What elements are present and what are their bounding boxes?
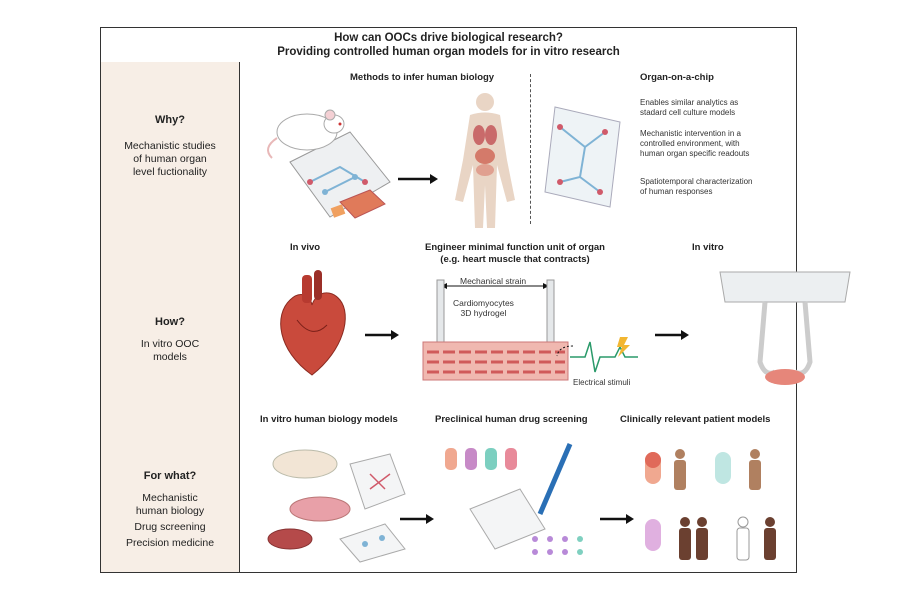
dashed-arrow-icon [556, 345, 574, 357]
arrow-icon-forwhat-2 [600, 514, 634, 524]
ooc-point-3: Spatiotemporal characterization of human… [640, 177, 753, 196]
row-for-what-label-cell: For what? Mechanistic human biology Drug… [101, 404, 240, 572]
col3-heading: Clinically relevant patient models [620, 414, 771, 425]
human-body-icon [455, 93, 515, 228]
electrical-signal-icon [570, 337, 638, 373]
mouse-icon [267, 109, 345, 159]
arrow-icon-how-1 [365, 330, 399, 340]
for-what-desc-2: human biology [135, 505, 205, 517]
arrow-icon-forwhat-1 [400, 514, 434, 524]
row-for-what-content: In vitro human biology models Preclinica… [240, 404, 796, 572]
patient-models-icon [645, 449, 776, 561]
ooc-chip-icon [544, 106, 621, 208]
arrow-icon-how-2 [655, 330, 689, 340]
how-label: How? [155, 316, 185, 328]
in-vitro-heading: In vitro [692, 242, 724, 253]
row-for-what: For what? Mechanistic human biology Drug… [101, 404, 796, 572]
row-how-content: In vivo Engineer minimal function unit o… [240, 232, 851, 404]
mechanical-strain-label: Mechanical strain [460, 276, 527, 286]
for-what-desc-1: Mechanistic [142, 492, 198, 504]
for-what-desc-4: Precision medicine [125, 537, 215, 549]
row-why-separator [530, 74, 531, 224]
for-what-desc-3: Drug screening [134, 521, 206, 533]
figure-frame: How can OOCs drive biological research? … [100, 27, 851, 573]
in-vivo-heading: In vivo [290, 242, 321, 253]
ooc-heading: Organ-on-a-chip [640, 72, 714, 83]
heart-icon [280, 270, 346, 376]
engineer-heading: Engineer minimal function unit of organ … [425, 242, 605, 265]
title-bar: How can OOCs drive biological research? … [101, 28, 796, 63]
for-what-label: For what? [143, 470, 197, 482]
flask-icon [330, 189, 386, 219]
electrical-stimuli-label: Electrical stimuli [573, 378, 631, 387]
in-vitro-device [719, 271, 851, 385]
methods-heading: Methods to infer human biology [350, 72, 495, 83]
row-why: Why? Mechanistic studies of human organ … [101, 62, 796, 233]
ooc-point-1: Enables similar analytics as stadard cel… [640, 98, 739, 117]
drug-screening-icon [445, 443, 583, 555]
ooc-point-2: Mechanistic intervention in a controlled… [640, 129, 750, 158]
tissue-construct [422, 279, 569, 381]
arrow-icon-why [398, 174, 438, 184]
col1-heading: In vitro human biology models [260, 414, 398, 425]
col2-heading: Preclinical human drug screening [435, 414, 588, 425]
row-how: How? In vitro OOC models In vivo Enginee… [101, 232, 851, 405]
row-why-content: Methods to infer human biology Organ-on-… [240, 62, 796, 232]
why-label: Why? [155, 114, 185, 126]
how-description: In vitro OOC models [140, 338, 200, 363]
row-how-label-cell: How? In vitro OOC models [101, 232, 240, 404]
row-why-label-cell: Why? Mechanistic studies of human organ … [101, 62, 240, 232]
title-line-2: Providing controlled human organ models … [277, 46, 620, 58]
cardiomyocytes-label: Cardiomyocytes 3D hydrogel [453, 298, 514, 318]
culture-dishes-icon [267, 449, 406, 563]
title-line-1: How can OOCs drive biological research? [334, 32, 563, 44]
why-description: Mechanistic studies of human organ level… [124, 140, 216, 178]
